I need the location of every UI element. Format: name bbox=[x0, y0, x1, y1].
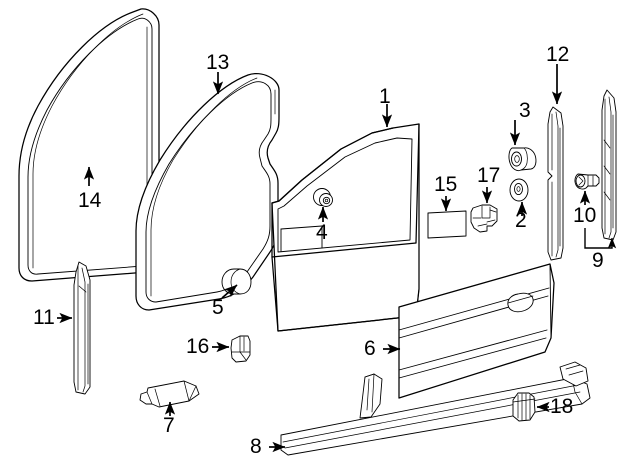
callout-number-2: 2 bbox=[515, 209, 527, 232]
callout-number-13: 13 bbox=[206, 51, 230, 74]
callout-number-3: 3 bbox=[519, 99, 531, 122]
leader-9-bracket bbox=[584, 228, 617, 249]
callout-number-6: 6 bbox=[364, 337, 376, 360]
callout-number-18: 18 bbox=[550, 395, 574, 418]
callout-number-7: 7 bbox=[163, 414, 175, 437]
part-6-outer-door-skin-panel bbox=[398, 263, 555, 399]
part-13-door-weatherstrip-seal-inner bbox=[135, 73, 280, 311]
callout-number-9: 9 bbox=[592, 249, 604, 272]
part-11-front-pillar-trim-strip bbox=[73, 261, 91, 395]
callout-number-14: 14 bbox=[78, 189, 102, 212]
part-7-sealant-adhesive-tube bbox=[139, 380, 200, 408]
callout-number-15: 15 bbox=[434, 173, 458, 196]
callout-number-12: 12 bbox=[546, 43, 570, 66]
callout-number-8: 8 bbox=[250, 435, 262, 458]
part-1-front-door-shell bbox=[271, 123, 420, 332]
part-5-round-plug-cap bbox=[221, 268, 252, 295]
callout-number-16: 16 bbox=[186, 335, 210, 358]
part-3-stepped-grommet-bushing bbox=[508, 147, 537, 172]
part-9-pillar-trim-assembly-strip bbox=[601, 89, 617, 241]
part-4-mirror-mount-grommet bbox=[313, 188, 333, 207]
callout-number-5: 5 bbox=[212, 296, 224, 319]
leader-5 bbox=[221, 284, 238, 299]
part-12-center-pillar-trim-strip bbox=[547, 106, 564, 261]
callout-number-17: 17 bbox=[477, 164, 501, 187]
part-10-hex-head-bolt bbox=[574, 173, 600, 190]
part-2-washer-seal-ring bbox=[509, 178, 529, 202]
leader-lines bbox=[57, 64, 617, 453]
callout-number-10: 10 bbox=[573, 204, 597, 227]
part-8-rocker-sill-molding bbox=[280, 361, 591, 456]
part-15-access-cover-patch bbox=[427, 210, 467, 239]
part-17-bracket-clip bbox=[470, 204, 498, 233]
part-18-retainer-clip-body bbox=[512, 392, 536, 422]
callout-number-4: 4 bbox=[316, 221, 328, 244]
callout-number-11: 11 bbox=[33, 306, 55, 329]
part-16-retainer-clip-small bbox=[230, 335, 251, 363]
callout-number-1: 1 bbox=[379, 85, 391, 108]
